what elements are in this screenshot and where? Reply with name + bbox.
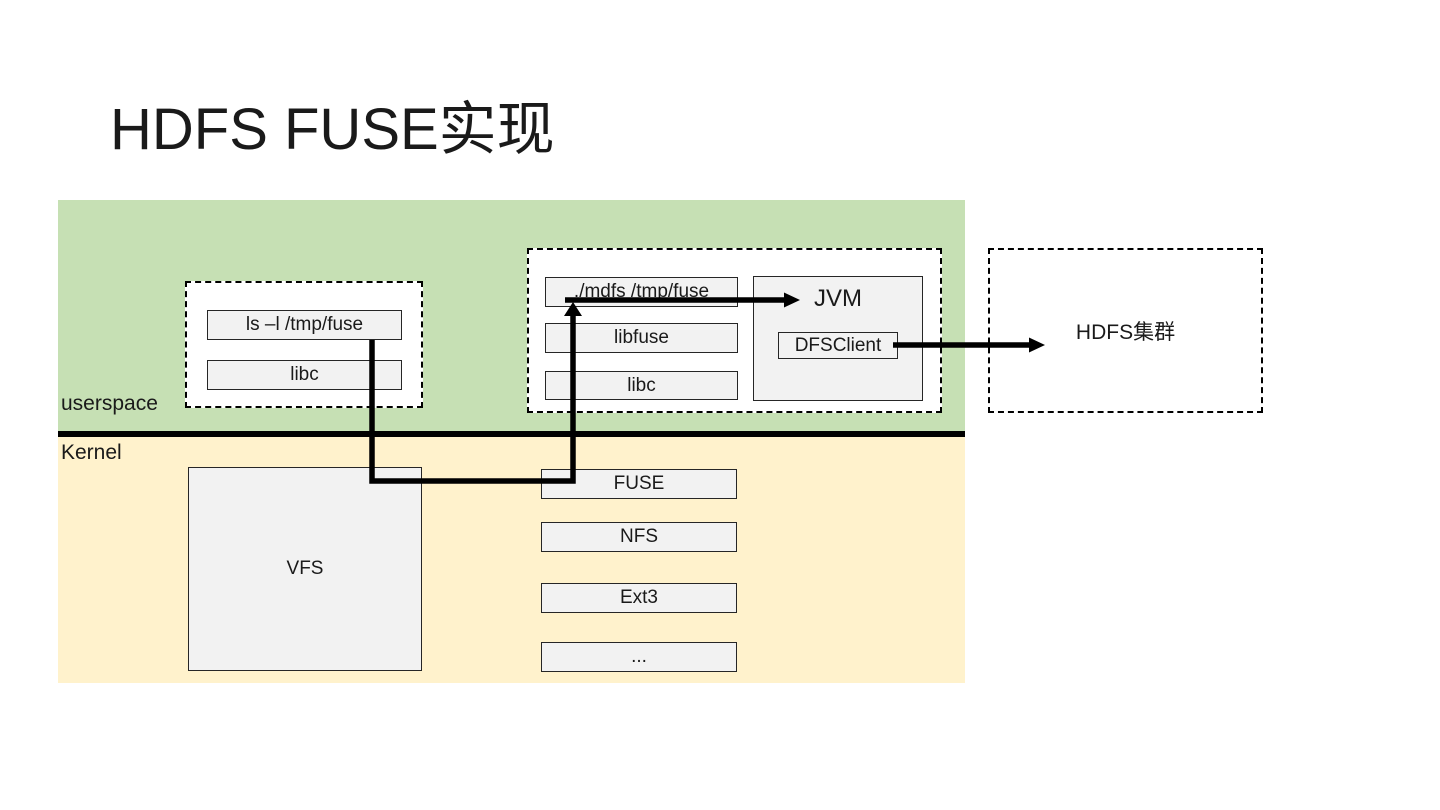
- daemon-libc-box: libc: [545, 371, 738, 400]
- vfs-box: VFS: [188, 467, 422, 671]
- mdfs-command-box: ./mdfs /tmp/fuse: [545, 277, 738, 307]
- ext3-module-box: Ext3: [541, 583, 737, 613]
- client-libc-box: libc: [207, 360, 402, 390]
- dfsclient-box: DFSClient: [778, 332, 898, 359]
- kernel-label: Kernel: [61, 441, 122, 464]
- jvm-box: JVM DFSClient: [753, 276, 923, 401]
- hdfs-cluster-label: HDFS集群: [1075, 320, 1176, 344]
- other-fs-module-box: ...: [541, 642, 737, 672]
- jvm-label: JVM: [814, 285, 862, 312]
- libfuse-box: libfuse: [545, 323, 738, 353]
- nfs-module-box: NFS: [541, 522, 737, 552]
- userspace-label: userspace: [61, 392, 158, 415]
- page-title: HDFS FUSE实现: [110, 97, 555, 162]
- hdfs-cluster-group: HDFS集群: [988, 248, 1263, 413]
- ls-command-box: ls –l /tmp/fuse: [207, 310, 402, 340]
- fuse-module-box: FUSE: [541, 469, 737, 499]
